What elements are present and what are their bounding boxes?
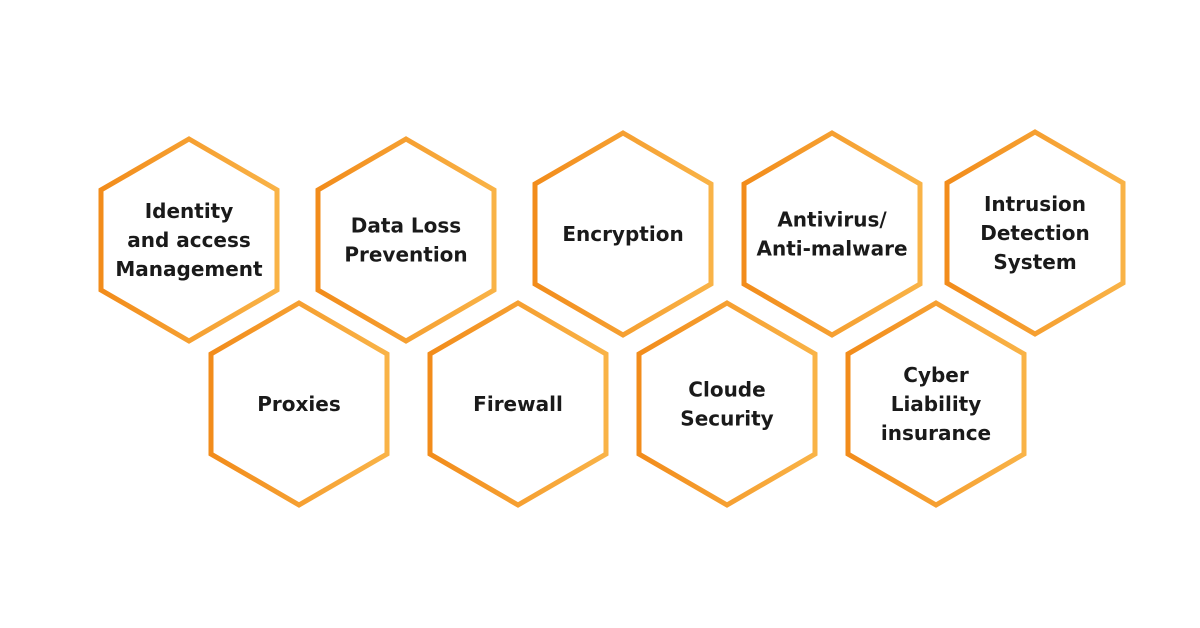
hexagon-outline xyxy=(636,300,818,508)
hexagon-outline xyxy=(98,136,280,344)
hexagon-label-line: Cloude xyxy=(688,378,765,402)
hexagon-outline xyxy=(208,300,390,508)
hexagon-label-line: Liability xyxy=(891,392,982,416)
hexagon-label-line: Prevention xyxy=(344,243,467,267)
hexagon-outline xyxy=(427,300,609,508)
hexagon-label-line: Anti-malware xyxy=(756,237,907,261)
hexagon-outline xyxy=(944,129,1126,337)
hexagon-outline xyxy=(741,130,923,338)
hexagon-label-line: Security xyxy=(680,407,773,431)
hexagon-label-line: Firewall xyxy=(473,392,563,416)
hexagon-label-line: Cyber xyxy=(903,363,969,387)
hexagon-label-line: Encryption xyxy=(562,222,683,246)
hexagon-label-line: Proxies xyxy=(257,392,341,416)
hexagon-label: Proxies xyxy=(257,392,341,416)
hexagon-proxies: Proxies xyxy=(208,300,390,508)
hexagon-label-line: Detection xyxy=(980,221,1090,245)
hexagon-label: Antivirus/Anti-malware xyxy=(756,208,907,261)
hexagon-label-line: Identity xyxy=(145,199,234,223)
hexagon-outline xyxy=(532,130,714,338)
hexagon-antivirus-anti-malware: Antivirus/Anti-malware xyxy=(741,130,923,338)
hexagon-label-line: and access xyxy=(127,228,251,252)
hexagon-label-line: Management xyxy=(115,257,263,281)
hexagon-outline xyxy=(315,136,497,344)
hexagon-outline xyxy=(845,300,1027,508)
hexagon-label-line: insurance xyxy=(881,421,991,445)
hexagon-label-line: System xyxy=(993,250,1076,274)
hexagon-label-line: Data Loss xyxy=(351,214,461,238)
hexagon-label-line: Intrusion xyxy=(984,192,1086,216)
hexagon-label-line: Antivirus/ xyxy=(777,208,887,232)
hexagon-label: Encryption xyxy=(562,222,683,246)
hexagon-firewall: Firewall xyxy=(427,300,609,508)
hexagon-encryption: Encryption xyxy=(532,130,714,338)
hexagon-label: Firewall xyxy=(473,392,563,416)
